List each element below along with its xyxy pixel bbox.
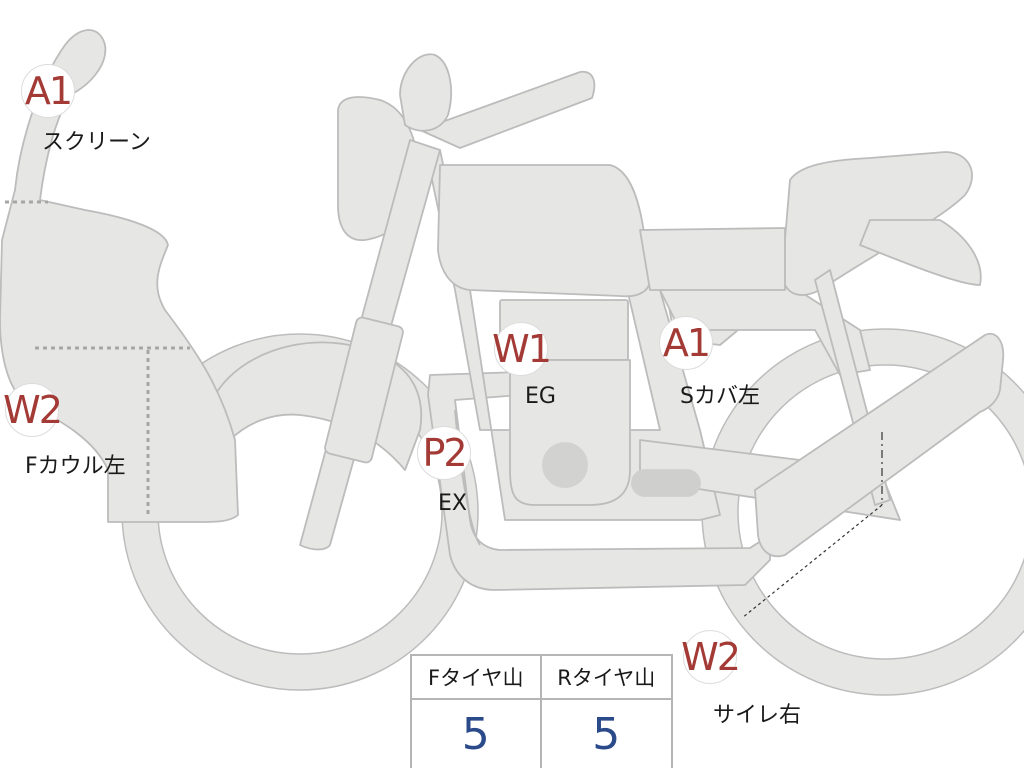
marker-label-a1-side-cover-left: Sカバ左 — [680, 384, 760, 409]
marker-code-w2-fcowl-left: W2 — [3, 383, 63, 437]
marker-label-w2-fcowl-left: Fカウル左 — [25, 454, 126, 479]
marker-label-a1-screen: スクリーン — [42, 130, 151, 155]
marker-code-w1-engine: W1 — [492, 322, 552, 376]
mirror — [399, 53, 452, 132]
marker-code-a1-screen: A1 — [21, 64, 75, 118]
rear-tire-value: 5 — [592, 708, 621, 760]
marker-label-p2-exhaust: EX — [438, 491, 467, 516]
marker-label-w2-silencer-right: サイレ右 — [713, 703, 802, 728]
tire-tread-table: Fタイヤ山 Rタイヤ山 5 5 — [410, 654, 673, 768]
marker-label-w1-engine: EG — [525, 384, 556, 409]
marker-code-p2-exhaust: P2 — [417, 426, 471, 480]
fuel-tank — [437, 164, 652, 298]
tail — [859, 219, 982, 286]
front-tire-header: Fタイヤ山 — [412, 656, 542, 700]
front-cowl — [0, 29, 239, 523]
front-tire-value: 5 — [412, 700, 542, 768]
rear-tire-header: Rタイヤ山 — [541, 656, 671, 700]
marker-code-w2-silencer-right: W2 — [681, 630, 741, 684]
marker-code-a1-side-cover-left: A1 — [659, 316, 713, 370]
silencer — [754, 332, 1005, 558]
handlebar — [419, 70, 596, 149]
